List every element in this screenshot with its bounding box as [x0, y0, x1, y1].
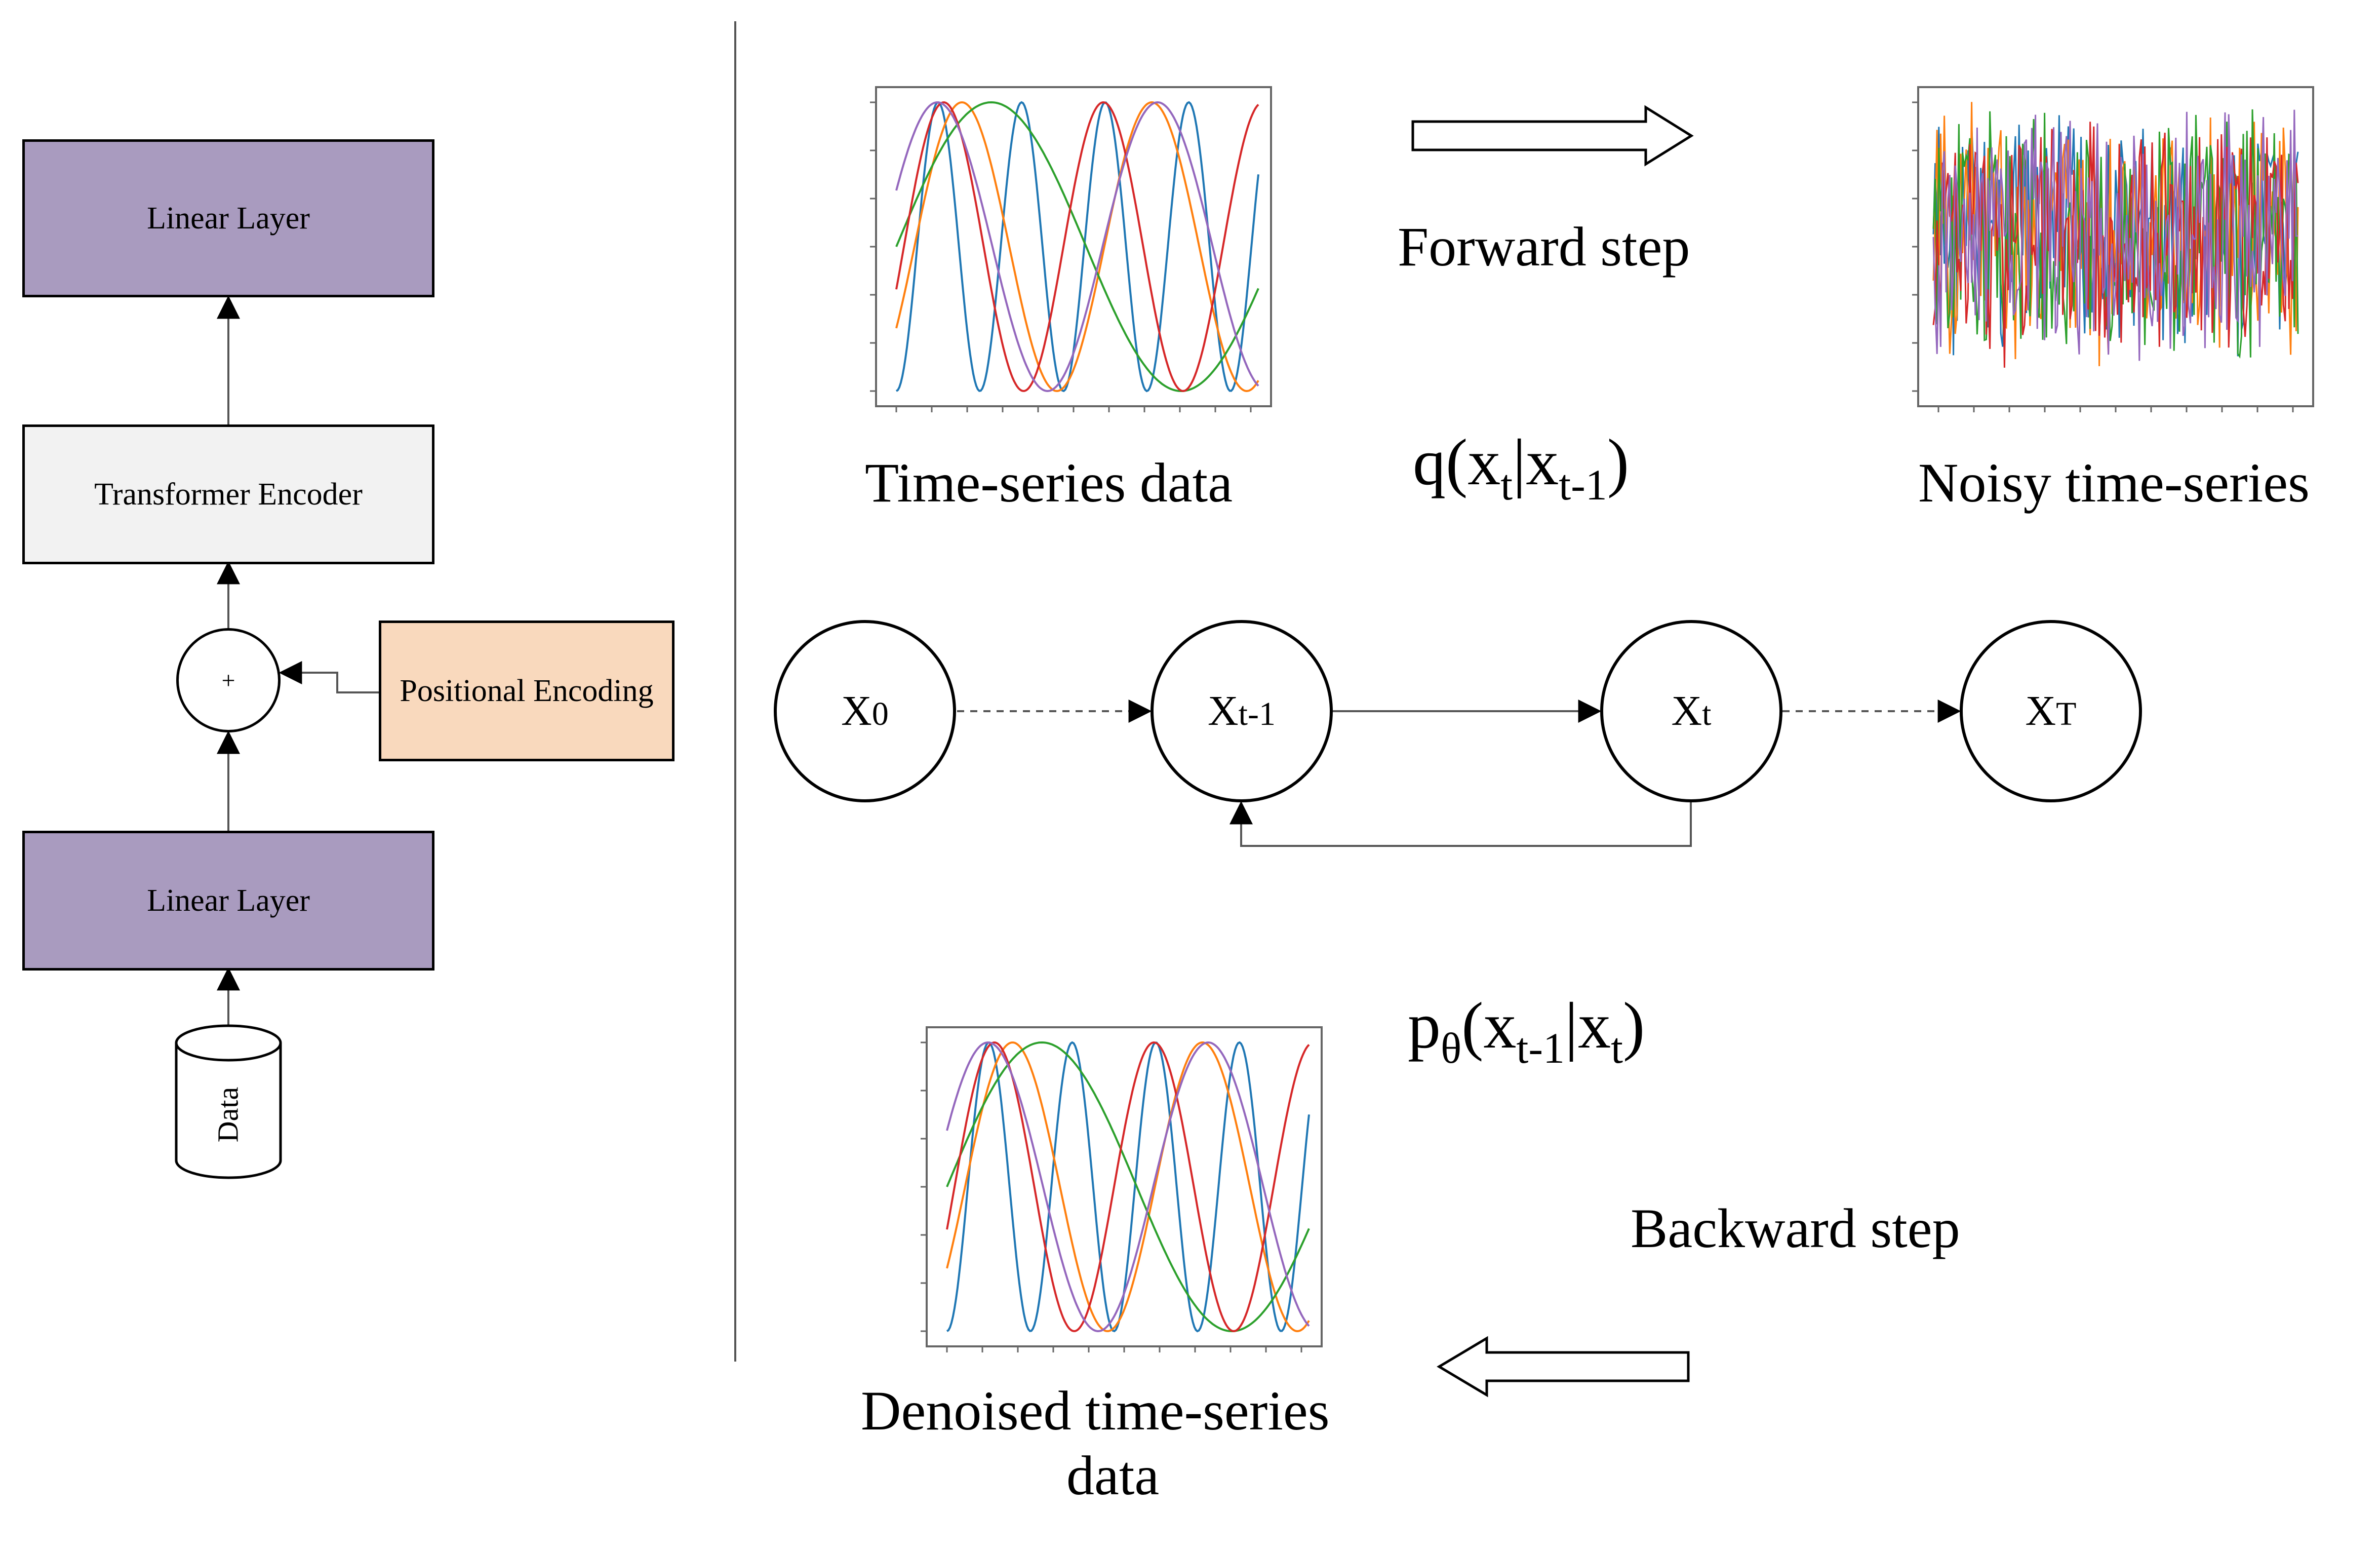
- node-xt-base: X: [1671, 687, 1702, 734]
- plot-ticks-noisy: [1912, 101, 2294, 412]
- sum-node: +: [176, 628, 281, 732]
- forward-formula-tm1: t-1: [1559, 460, 1607, 509]
- series-line: [895, 101, 1259, 393]
- data-store: Data: [210, 1054, 246, 1175]
- plot-series-clean: [895, 101, 1259, 393]
- transformer-encoder-label: Transformer Encoder: [94, 477, 363, 512]
- arrow-xt-back-to-xtm1: [1229, 801, 1692, 847]
- denoised-caption-line2: data: [1066, 1445, 1160, 1506]
- positional-encoding-label: Positional Encoding: [400, 674, 654, 708]
- series-line: [946, 1041, 1310, 1333]
- backward-formula-theta: θ: [1441, 1024, 1462, 1072]
- forward-step-label: Forward step: [1398, 216, 1690, 278]
- node-xtm1-sub: t-1: [1238, 695, 1276, 732]
- data-cylinder-body: [175, 1043, 282, 1179]
- noisy-caption: Noisy time-series: [1918, 452, 2310, 514]
- linear-layer-bottom: Linear Layer: [22, 831, 434, 971]
- backward-block-arrow: [1437, 1336, 1690, 1398]
- forward-formula-bar: |x: [1513, 426, 1559, 499]
- backward-step-label: Backward step: [1631, 1197, 1960, 1259]
- forward-formula: q(xt|xt-1): [1413, 430, 1629, 507]
- forward-block-arrow: [1411, 105, 1694, 167]
- transformer-encoder: Transformer Encoder: [22, 424, 434, 564]
- backward-formula-p: p: [1408, 989, 1441, 1062]
- node-xT-base: X: [2025, 687, 2056, 734]
- linear-layer-bottom-label: Linear Layer: [147, 883, 310, 918]
- plot-series-denoised: [946, 1041, 1310, 1333]
- forward-formula-t: t: [1500, 460, 1513, 509]
- backward-formula-close: ): [1622, 989, 1645, 1062]
- plot-series-noisy: [1932, 102, 2299, 368]
- plot-ticks-clean: [870, 101, 1252, 412]
- denoised-caption-line1: Denoised time-series: [861, 1380, 1330, 1442]
- series-line: [946, 1041, 1310, 1333]
- backward-formula: pθ(xt-1|xt): [1408, 993, 1645, 1070]
- plot-ticks-denoised: [921, 1041, 1302, 1352]
- arrow-positional-to-sum: [279, 661, 379, 693]
- series-line: [895, 101, 1259, 393]
- series-line: [895, 101, 1259, 393]
- node-xtm1-base: X: [1208, 687, 1239, 734]
- backward-formula-t: t: [1611, 1024, 1623, 1072]
- node-xT-sub: T: [2056, 695, 2077, 732]
- node-x0-base: X: [841, 687, 872, 734]
- series-line: [946, 1041, 1310, 1333]
- forward-formula-q: q(x: [1413, 426, 1501, 499]
- series-line: [895, 101, 1259, 393]
- sum-symbol: +: [221, 667, 235, 694]
- data-cylinder-top: [175, 1024, 282, 1062]
- series-line: [946, 1041, 1310, 1333]
- time-series-caption: Time-series data: [865, 452, 1233, 514]
- linear-layer-top-label: Linear Layer: [147, 201, 310, 236]
- linear-layer-top: Linear Layer: [22, 139, 434, 297]
- backward-formula-open: (x: [1461, 989, 1517, 1062]
- node-xt-sub: t: [1702, 695, 1712, 732]
- positional-encoding: Positional Encoding: [379, 621, 675, 761]
- noise-line: [1932, 109, 2298, 361]
- forward-formula-close: ): [1607, 426, 1630, 499]
- node-x0-sub: 0: [871, 695, 889, 732]
- data-store-label: Data: [211, 1087, 245, 1142]
- backward-formula-bar: |x: [1565, 989, 1611, 1062]
- backward-formula-tm1: t-1: [1516, 1024, 1565, 1072]
